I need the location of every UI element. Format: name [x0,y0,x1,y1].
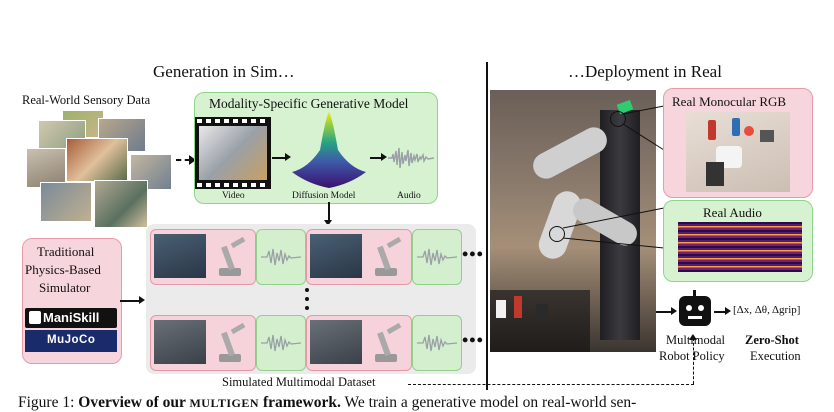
section-title-generation: Generation in Sim… [153,62,295,81]
microphone-callout-circle [549,226,565,242]
film-sprockets-top [197,119,269,123]
real-audio-label: Real Audio [703,205,762,220]
arrow-shaft [120,300,140,302]
audio-tile [256,315,306,371]
ellipsis-vertical-icon [305,288,309,312]
arrow-head [689,334,697,340]
arrow-head [381,153,387,161]
caption-framework-name: MULTIGEN [189,396,260,410]
sim-render [154,320,206,364]
section-divider [486,62,488,390]
real-rgb-image [686,112,790,192]
audio-tile [412,315,462,371]
arrow-head [189,155,196,165]
audio-tile [412,229,462,285]
simulator-label-line1: Traditional [37,244,95,259]
arrow-shaft [656,311,672,313]
table-surface [490,290,590,352]
arrow-head [671,307,677,315]
arrow-shaft [370,157,382,159]
mujoco-logo-text: MuJoCo [47,334,96,346]
real-world-photo-collage [26,110,176,228]
caption-rest: We train a generative model on real-worl… [340,394,637,411]
object [760,130,774,142]
dashed-arrow-shaft [176,159,190,161]
diffusion-model-label: Diffusion Model [292,191,356,201]
arrow-head [324,220,332,226]
video-filmstrip [195,117,271,189]
cup-object [496,300,506,318]
audio-waveform-icon [417,248,457,266]
arrow-head [285,153,291,161]
arrow-head [139,296,145,304]
camera-callout-circle [610,111,626,127]
simulator-label-line3: Simulator [39,280,91,295]
sim-tile [150,315,256,371]
audio-waveform-icon [388,147,434,169]
sim-render [310,234,362,278]
generative-model-title: Modality-Specific Generative Model [209,96,409,111]
robot-arm-icon [369,322,405,364]
video-label: Video [222,191,245,201]
callout-lines [562,105,665,249]
audio-waveform-icon [417,334,457,352]
video-frame [199,126,267,180]
arrow-shaft [328,202,330,222]
mujoco-logo: MuJoCo [25,330,117,352]
dataset-connector-dashed-line [408,384,694,385]
object [708,120,716,140]
sim-render [154,234,206,278]
caption-bold-tail: framework. [259,394,341,411]
real-rgb-label: Real Monocular RGB [672,94,787,109]
gripper [706,162,724,186]
object [732,118,740,136]
robot-arm-icon [213,236,249,278]
maniskill-logo-text: ManiSkill [43,310,100,325]
photo-tile [94,180,148,228]
sim-tile [306,229,412,285]
caption-prefix: Figure 1: [18,394,79,411]
arrow-shaft [272,157,286,159]
film-sprockets-bottom [197,183,269,187]
ellipsis-horizontal-icon: ••• [462,244,484,264]
audio-tile [256,229,306,285]
photo-tile [26,148,66,188]
ellipsis-horizontal-icon: ••• [462,330,484,350]
section-title-deployment: …Deployment in Real [568,62,722,81]
policy-label-line2: Robot Policy [659,349,725,363]
sim-render [310,320,362,364]
caption-bold: Overview of our [78,394,190,411]
audio-waveform-icon [261,334,301,352]
robot-arm-icon [213,322,249,364]
figure-caption: Figure 1: Overview of our MULTIGEN frame… [18,394,636,412]
policy-label-line1: Multimodal [666,333,726,347]
arrow-head [725,307,731,315]
arrow-shaft [714,311,726,313]
dataset-connector-dashed-line [693,338,694,384]
audio-label: Audio [397,191,421,201]
sim-tile [150,229,256,285]
zero-shot-label-line1: Zero-Shot [745,333,799,347]
robot-arm-icon [369,236,405,278]
can-object [514,296,522,318]
real-world-data-label: Real-World Sensory Data [22,93,151,107]
audio-waveform-icon [261,248,301,266]
zero-shot-label-line2: Execution [750,349,801,363]
spectrogram-image [678,222,802,272]
photo-tile [66,138,128,182]
cup-object [536,304,548,320]
sim-tile [306,315,412,371]
object [744,126,754,136]
simulator-label-line2: Physics-Based [25,262,101,277]
maniskill-mark-icon [29,311,41,324]
maniskill-logo: ManiSkill [25,308,117,328]
real-robot-photo [490,90,656,352]
simulated-dataset-label: Simulated Multimodal Dataset [222,375,376,389]
diffusion-model-surface-icon [292,112,366,188]
action-formula: [Δx, Δθ, Δgrip] [733,304,801,316]
robot-policy-icon [679,290,711,326]
photo-tile [40,182,92,222]
